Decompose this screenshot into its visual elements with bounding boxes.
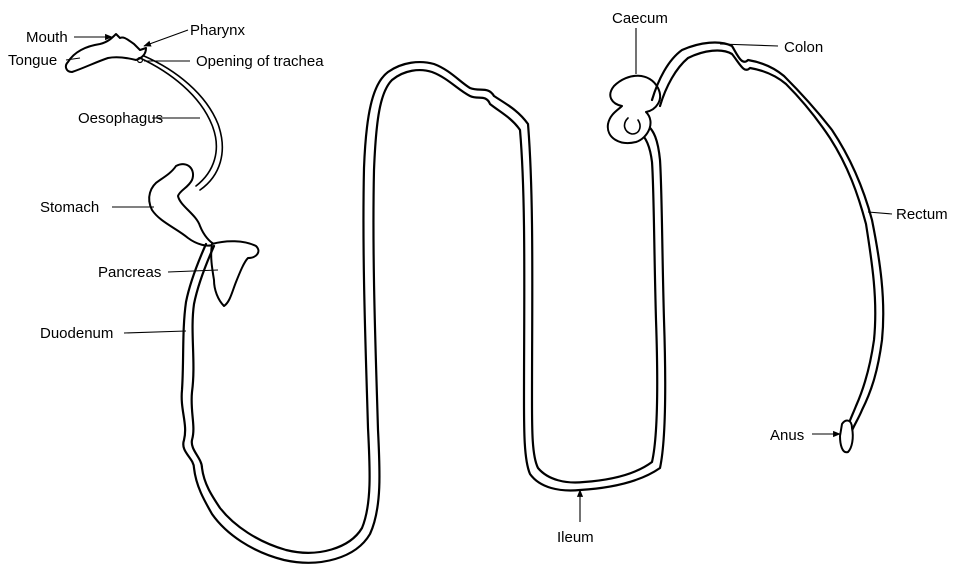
duodenum-label: Duodenum: [40, 325, 113, 342]
stomach-label: Stomach: [40, 199, 99, 216]
pharynx-leader: [144, 30, 188, 46]
small-intestine-shape: [182, 70, 666, 563]
rectum-leader: [868, 212, 892, 214]
pancreas-leader: [168, 270, 218, 272]
rectum-label: Rectum: [896, 206, 948, 223]
oesophagus-label: Oesophagus: [78, 110, 163, 127]
caecum-shape: [608, 76, 660, 143]
stomach-shape: [149, 164, 214, 245]
pancreas-label: Pancreas: [98, 264, 161, 281]
caecum-label: Caecum: [612, 10, 668, 27]
anus-label: Anus: [770, 427, 804, 444]
opening-of-trachea-label: Opening of trachea: [196, 53, 324, 70]
small-intestine-shape-inner: [192, 62, 658, 553]
colon-label: Colon: [784, 39, 823, 56]
ileum-label: Ileum: [557, 529, 594, 546]
colon-rectum-shape: [652, 43, 883, 436]
pharynx-label: Pharynx: [190, 22, 246, 39]
duodenum-leader: [124, 331, 186, 333]
pancreas-shape: [211, 241, 258, 306]
mouth-label: Mouth: [26, 29, 68, 46]
anus-shape: [840, 421, 853, 453]
tongue-label: Tongue: [8, 52, 57, 69]
colon-rectum-shape-inner: [660, 51, 875, 432]
mouth-shape: [66, 34, 146, 72]
